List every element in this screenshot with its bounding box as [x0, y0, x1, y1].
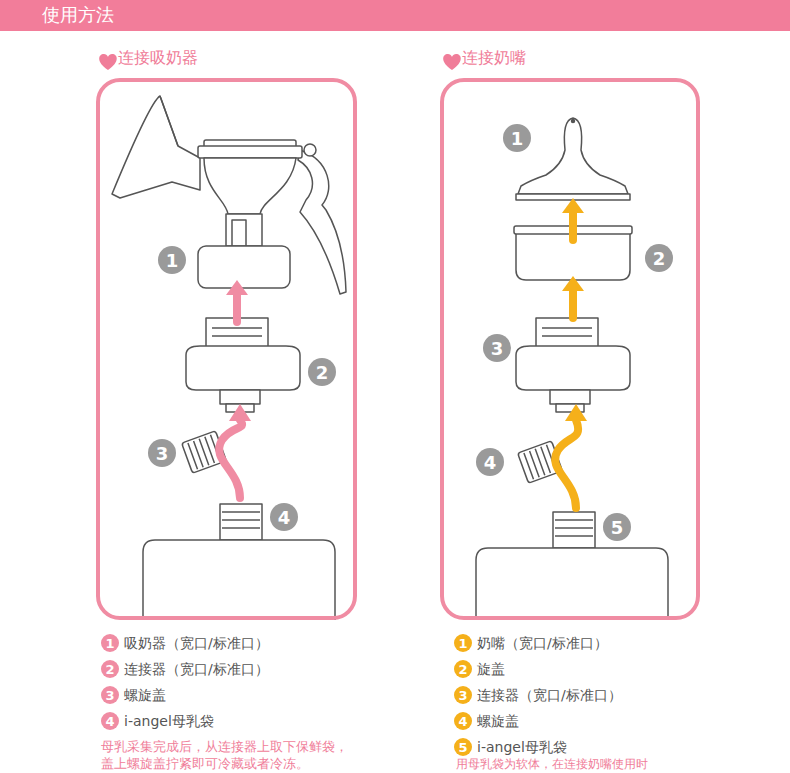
part-name: i-angel母乳袋: [477, 738, 567, 756]
callout-number: 5: [603, 513, 631, 541]
step-panel: 连接吸奶器: [96, 78, 357, 620]
callout-number: 4: [476, 448, 504, 476]
part-name: 连接器（宽口/标准口）: [124, 660, 269, 678]
legend-number: 5: [454, 738, 472, 756]
legend-number: 4: [101, 712, 119, 730]
callout-number: 4: [270, 503, 298, 531]
part-name: 奶嘴（宽口/标准口）: [477, 634, 608, 652]
legend-number: 3: [101, 686, 119, 704]
step-panel: 连接奶嘴: [440, 78, 700, 620]
callout-number: 3: [483, 334, 511, 362]
part-name: 螺旋盖: [124, 686, 166, 704]
header-bar: [0, 0, 790, 31]
callout-number: 2: [308, 358, 336, 386]
legend-number: 3: [454, 686, 472, 704]
usage-note: 母乳采集完成后，从连接器上取下保鲜袋，盖上螺旋盖拧紧即可冷藏或者冷冻。: [101, 738, 359, 772]
part-name: 吸奶器（宽口/标准口）: [124, 634, 269, 652]
legend-number: 1: [454, 634, 472, 652]
callout-number: 1: [158, 246, 186, 274]
legend-number: 1: [101, 634, 119, 652]
part-name: 旋盖: [477, 660, 505, 678]
callout-number: 2: [645, 244, 673, 272]
part-name: 螺旋盖: [477, 712, 519, 730]
callout-number: 1: [503, 124, 531, 152]
part-name: i-angel母乳袋: [124, 712, 214, 730]
legend-number: 2: [454, 660, 472, 678]
callout-number: 3: [148, 439, 176, 467]
part-name: 连接器（宽口/标准口）: [477, 686, 622, 704]
legend-number: 2: [101, 660, 119, 678]
panel-heading: 连接奶嘴: [462, 48, 526, 68]
page-title: 使用方法: [42, 4, 114, 26]
legend-number: 4: [454, 712, 472, 730]
usage-note: 用母乳袋为软体，在连接奶嘴使用时: [456, 757, 714, 771]
panel-heading: 连接吸奶器: [118, 48, 198, 68]
